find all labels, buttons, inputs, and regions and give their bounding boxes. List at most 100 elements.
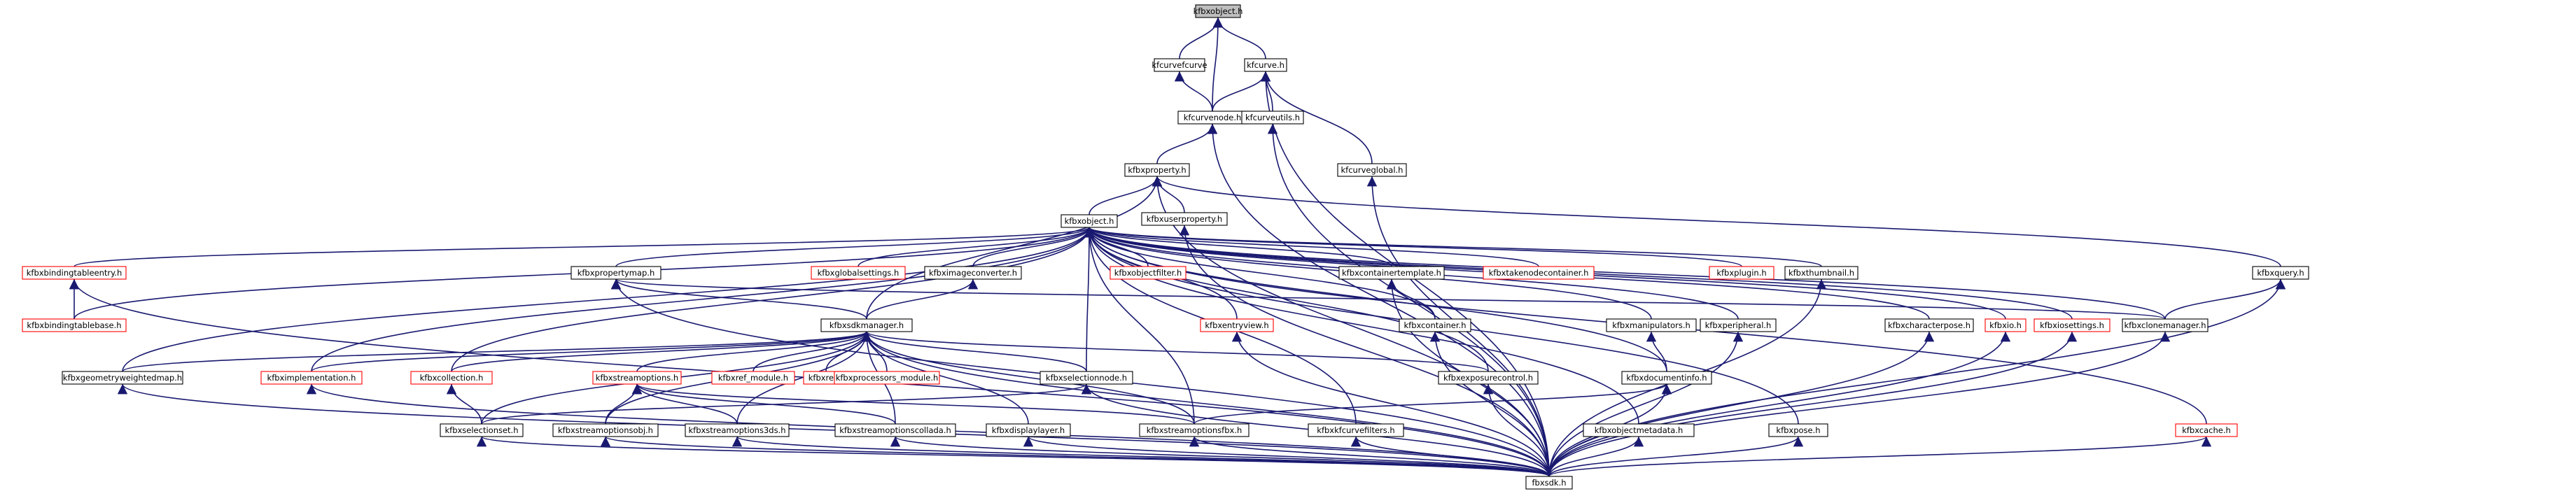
header-node[interactable]: kfcurvenode.h [1177,111,1247,125]
header-node[interactable]: kfbximplementation.h [260,371,363,385]
header-node[interactable]: kfbxcache.h [2175,423,2238,437]
dependency-edge [1179,225,1550,477]
header-node-box [2033,318,2110,332]
header-node-label: kfbxpropertymap.h [578,268,655,278]
dependency-edge [446,383,482,425]
header-node-label: kfbxselectionset.h [444,425,518,435]
header-node[interactable]: kfbxobject.h [1060,214,1118,228]
header-node-box [1525,476,1573,490]
header-node[interactable]: kfbxquery.h [2252,266,2309,280]
header-node-label: kfcurveutils.h [1245,113,1300,122]
dependency-edge [1231,331,1550,477]
header-node[interactable]: kfcurve.h [1244,58,1287,72]
header-node[interactable]: kfbxobjectmetadata.h [1583,423,1695,437]
header-node[interactable]: kfcurveglobal.h [1337,163,1407,177]
dependency-edge [122,331,872,372]
header-node[interactable]: kfbxstreamoptionsobj.h [552,423,659,437]
header-node[interactable]: kfbxentryview.h [1200,318,1274,332]
header-node[interactable]: kfbxplugin.h [1709,266,1774,280]
header-node[interactable]: kfbxstreamoptions3ds.h [685,423,790,437]
header-node-box [1399,318,1471,332]
header-node-label: kfbxuserproperty.h [1147,214,1222,224]
header-node[interactable]: kfbxuserproperty.h [1141,212,1228,226]
header-node[interactable]: kfbxref_module.h [711,371,795,385]
dependency-edge [1084,227,1742,267]
header-node-label: kfbxexposurecontrol.h [1443,373,1533,383]
header-node-label: kfbxcollection.h [420,373,484,383]
header-node-label: kfbxpose.h [1776,425,1820,435]
dependency-edge [866,278,979,320]
header-node[interactable]: kfbxcollection.h [410,371,493,385]
header-node[interactable]: kfbxcharacterpose.h [1884,318,1974,332]
header-node-box [410,371,493,385]
header-node[interactable]: kfbxbindingtableentry.h [22,266,127,280]
header-node-label: kfbxkfcurvefilters.h [1317,425,1394,435]
header-node[interactable]: kfbxproperty.h [1124,163,1190,177]
header-node[interactable]: kfcurvefcurve [1152,58,1208,72]
header-node[interactable]: kfbxselectionnode.h [1040,371,1133,385]
header-node-label: kfbxbindingtablebase.h [27,320,121,330]
header-node-box [1784,266,1858,280]
header-node-box [924,266,1022,280]
header-node[interactable]: kfbxsdkmanager.h [820,318,913,332]
header-node-label: kfbxdisplaylayer.h [992,425,1065,435]
header-node[interactable]: kfbxthumbnail.h [1784,266,1858,280]
header-node[interactable]: kfbxselectionset.h [440,423,524,437]
header-node[interactable]: kfbxstreamoptions.h [592,371,682,385]
header-node[interactable]: fbxsdk.h [1525,476,1573,490]
header-node[interactable]: kfbxperipheral.h [1700,318,1777,332]
header-node[interactable]: kfbxprocessors_module.h [834,371,940,385]
dependency-edge [615,227,1094,267]
header-node[interactable]: kfbxio.h [1984,318,2026,332]
header-node[interactable]: kfbxcontainer.h [1399,318,1471,332]
header-node[interactable]: kfbxmanipulators.h [1606,318,1697,332]
dependency-edge [1212,17,1224,112]
header-node[interactable]: kfbxclonemanager.h [2122,318,2208,332]
header-node[interactable]: kfbxobjectfilter.h [1110,266,1186,280]
header-node[interactable]: kfbxkfcurvefilters.h [1308,423,1404,437]
header-node[interactable]: kfbxpose.h [1768,423,1828,437]
header-node-box [1338,266,1445,280]
header-node-box [1337,163,1407,177]
header-node[interactable]: kfbxcontainertemplate.h [1338,266,1445,280]
header-node-box [1139,423,1250,437]
header-node-box [1621,371,1712,385]
header-node-label: kfbxplugin.h [1716,268,1766,278]
dependency-edge [1194,383,1672,425]
header-node-label: kfcurvefcurve [1152,60,1207,70]
header-node-label: kfbxthumbnail.h [1788,268,1854,278]
header-node-box [570,266,662,280]
header-node[interactable]: kfbxglobalsettings.h [811,266,906,280]
dependency-edge [311,331,872,372]
header-node[interactable]: kfbxtakenodecontainer.h [1483,266,1595,280]
header-node[interactable]: kfbxstreamoptionsfbx.h [1139,423,1250,437]
header-node[interactable]: kfbxbindingtablebase.h [22,318,127,332]
header-node-label: kfbxquery.h [2257,268,2304,278]
dependency-edge [1350,436,1550,477]
header-node[interactable]: kfbxdocumentinfo.h [1621,371,1712,385]
header-node[interactable]: kfbxdisplaylayer.h [986,423,1071,437]
header-node[interactable]: kfbxpropertymap.h [570,266,662,280]
header-node[interactable]: kfbxiosettings.h [2033,318,2110,332]
header-node[interactable]: kfbxgeometryweightedmap.h [62,371,183,385]
dependency-edge [1548,436,1644,477]
dependency-edge [1212,71,1271,112]
header-node[interactable]: kfcurveutils.h [1241,111,1304,125]
header-node-box [685,423,790,437]
dependency-edge [2164,278,2286,320]
header-node[interactable]: kfbxobject.h [1194,4,1243,18]
header-node-label: kfbxstreamoptionsobj.h [558,425,653,435]
dependency-edge [862,331,1489,372]
dependency-edge [890,436,1550,477]
header-node[interactable]: kfbximageconverter.h [924,266,1022,280]
header-node-label: kfbxcache.h [2182,425,2231,435]
header-node[interactable]: kfbxexposurecontrol.h [1438,371,1539,385]
dependency-edge [1152,176,2281,267]
header-node[interactable]: kfbxstreamoptionscollada.h [834,423,956,437]
header-node-box [1709,266,1774,280]
header-node-label: kfbxgeometryweightedmap.h [63,373,182,383]
header-node-box [260,371,363,385]
header-nodes: kfbxobject.h kfcurvefcurve kfcurve.h kfcurv… [22,4,2309,490]
header-node-box [22,266,127,280]
header-node-box [1768,423,1828,437]
